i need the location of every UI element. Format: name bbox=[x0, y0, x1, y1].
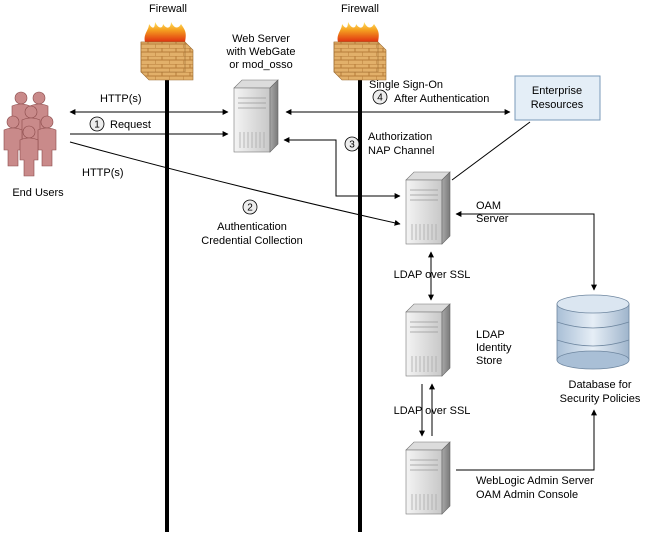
enterprise-resources-line2: Resources bbox=[531, 99, 584, 111]
enterprise-resources-box bbox=[514, 75, 601, 121]
weblogic-server-icon bbox=[405, 441, 451, 515]
enterprise-resources-line1: Enterprise bbox=[532, 85, 582, 97]
step4-badge: 4 bbox=[372, 89, 388, 105]
http-bottom-label: HTTP(s) bbox=[82, 167, 124, 179]
step4-label-line2: After Authentication bbox=[394, 93, 489, 105]
step3-label-line2: NAP Channel bbox=[368, 145, 434, 157]
ldap-store-label-line1: LDAP bbox=[476, 329, 505, 341]
firewall-right-label: Firewall bbox=[341, 3, 379, 15]
step2-badge: 2 bbox=[242, 199, 258, 215]
step3-label-line1: Authorization bbox=[368, 131, 432, 143]
step2-label-line1: Authentication bbox=[217, 221, 287, 233]
http-top-label: HTTP(s) bbox=[100, 93, 142, 105]
ldap-bottom-label: LDAP over SSL bbox=[394, 405, 471, 417]
step3-badge: 3 bbox=[344, 136, 360, 152]
step1-number: 1 bbox=[94, 120, 100, 131]
ldap-store-icon bbox=[405, 303, 451, 377]
step3-number: 3 bbox=[349, 140, 355, 151]
oam-server-label-line1: OAM bbox=[476, 200, 501, 212]
database-icon bbox=[556, 294, 630, 370]
end-users-icon bbox=[3, 91, 57, 177]
oam-server-label-line2: Server bbox=[476, 213, 509, 225]
web-server-label-line3: or mod_osso bbox=[229, 59, 293, 71]
oam-database-arrow bbox=[455, 211, 597, 291]
step4-number: 4 bbox=[377, 93, 383, 104]
web-server-label-line1: Web Server bbox=[232, 33, 290, 45]
web-server-label-line2: with WebGate bbox=[226, 46, 296, 58]
ldap-store-label-line2: Identity bbox=[476, 342, 512, 354]
authorization-nap-arrow bbox=[283, 137, 401, 199]
ldap-top-label: LDAP over SSL bbox=[394, 269, 471, 281]
firewall-left-icon bbox=[140, 21, 194, 81]
weblogic-label-line1: WebLogic Admin Server bbox=[476, 475, 594, 487]
step1-label: Request bbox=[110, 119, 151, 131]
firewall-left-label: Firewall bbox=[149, 3, 187, 15]
database-label-line2: Security Policies bbox=[560, 393, 641, 405]
step2-label-line2: Credential Collection bbox=[201, 235, 303, 247]
ldap-store-label-line3: Store bbox=[476, 355, 502, 367]
database-label-line1: Database for bbox=[569, 379, 632, 391]
weblogic-database-arrow bbox=[456, 409, 597, 471]
web-server-icon bbox=[233, 79, 279, 153]
firewall-right-icon bbox=[333, 21, 387, 81]
step4-label-line1: Single Sign-On bbox=[369, 79, 443, 91]
oam-server-icon bbox=[405, 171, 451, 245]
weblogic-label-line2: OAM Admin Console bbox=[476, 489, 578, 501]
step2-number: 2 bbox=[247, 203, 253, 214]
end-users-label: End Users bbox=[12, 187, 64, 199]
authentication-arrow bbox=[69, 141, 401, 226]
oam-resources-link bbox=[451, 121, 531, 181]
step1-badge: 1 bbox=[89, 116, 105, 132]
